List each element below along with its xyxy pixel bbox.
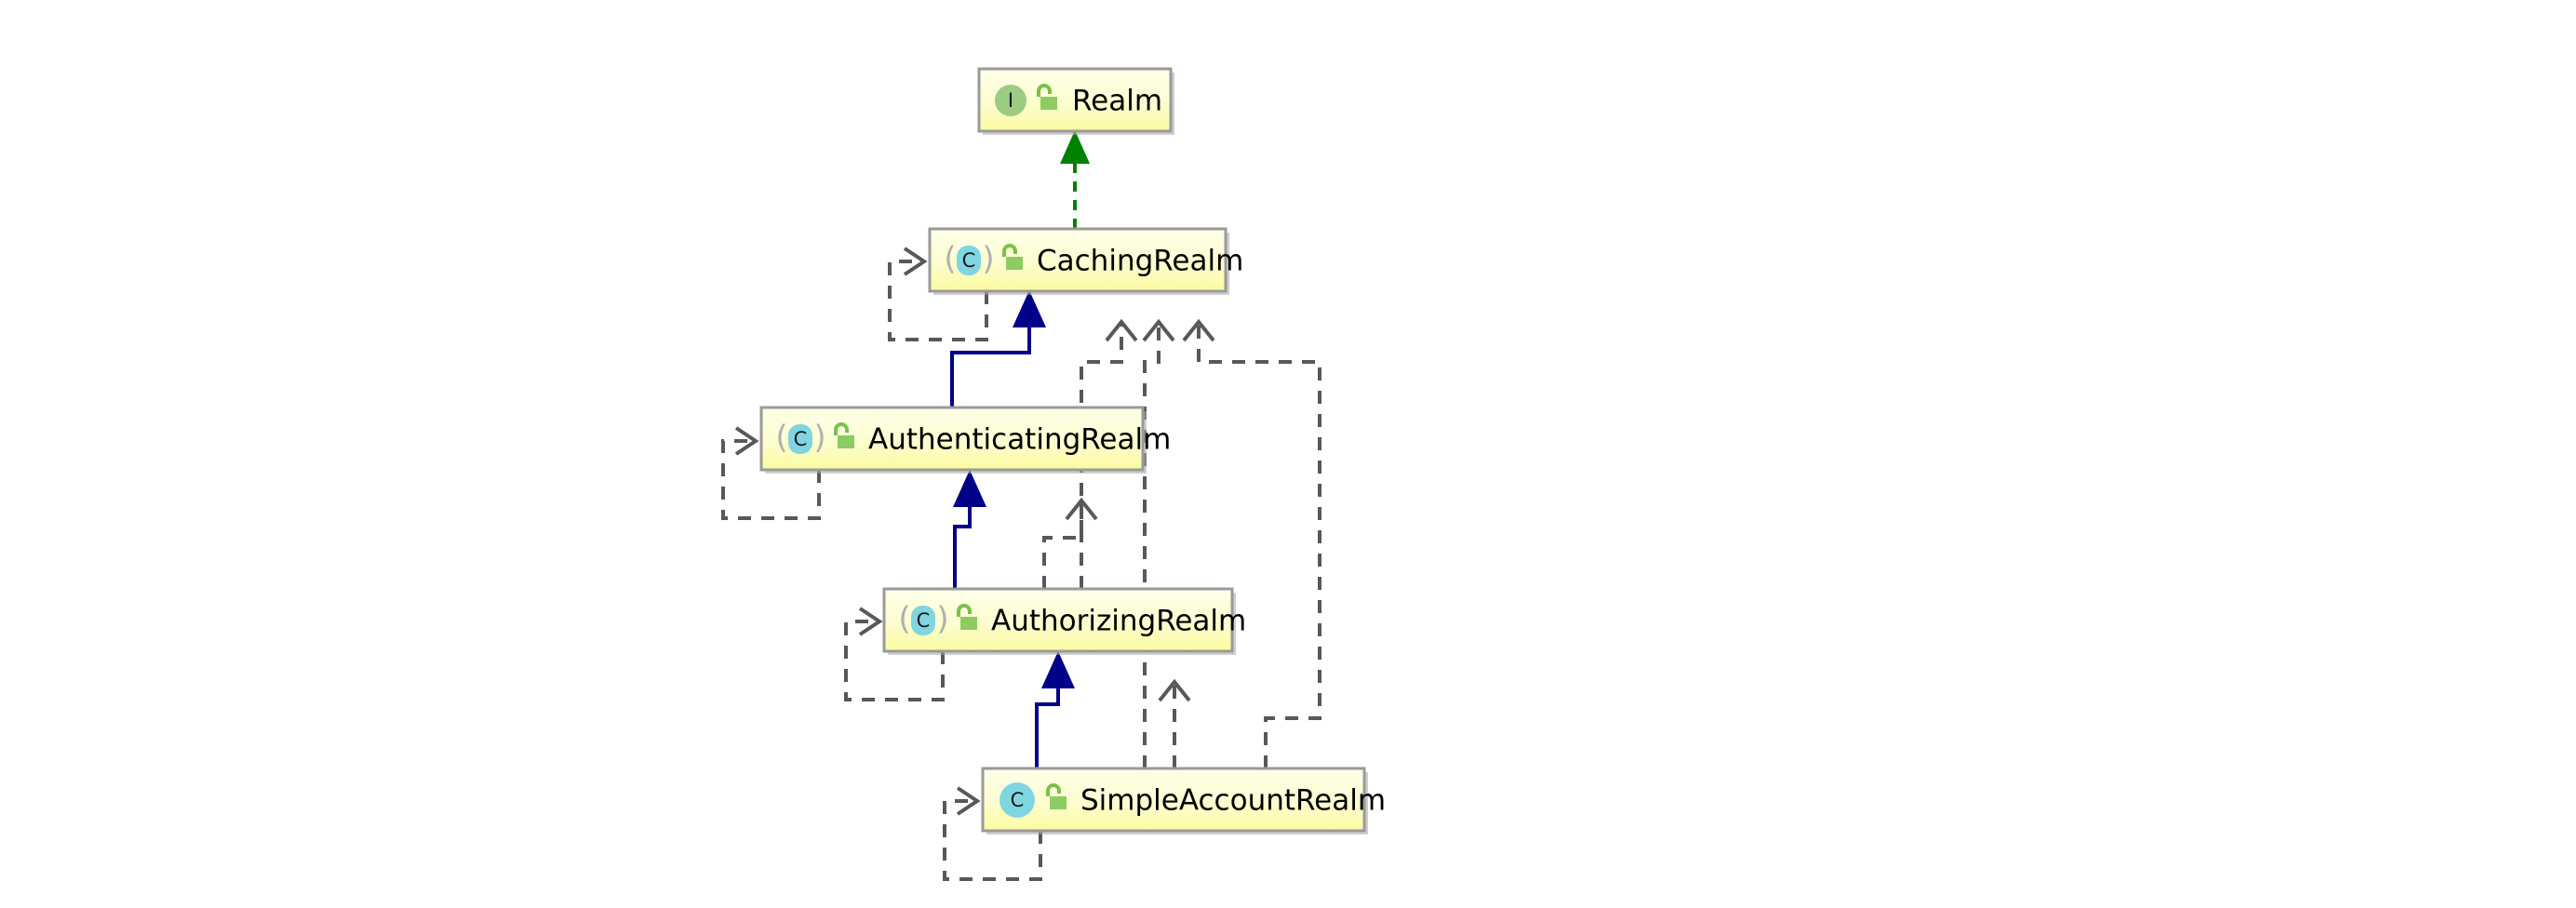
- edge-simple-self-loop: [943, 786, 1042, 881]
- node-caching-realm[interactable]: ( C ) CachingRealm: [928, 227, 1243, 295]
- node-label: AuthenticatingRealm: [868, 423, 1171, 457]
- abstract-paren-left: (: [944, 241, 956, 278]
- class-badge: ( C ): [898, 601, 948, 638]
- open-padlock-icon: [834, 422, 854, 448]
- node-label: CachingRealm: [1037, 245, 1243, 278]
- abstract-paren-left: (: [775, 420, 787, 457]
- open-padlock-icon: [957, 604, 977, 630]
- edge-authorizing-extends-authenticating: [953, 470, 986, 589]
- abstract-paren-right: ): [936, 601, 948, 638]
- edge-authenticating-self-loop: [721, 426, 821, 520]
- interface-badge-letter: I: [1008, 89, 1013, 112]
- abstract-paren-right: ): [813, 420, 825, 457]
- node-label: AuthorizingRealm: [991, 605, 1246, 638]
- edge-authenticating-extends-caching: [950, 290, 1046, 407]
- edge-simple-extends-authorizing: [1035, 651, 1075, 768]
- class-badge: ( C ): [775, 420, 825, 457]
- class-badge: ( C ): [944, 241, 994, 278]
- class-badge: C: [1000, 782, 1035, 818]
- class-badge-letter: C: [962, 249, 976, 272]
- edge-simple-implements-caching-2: [1182, 318, 1322, 768]
- open-padlock-icon: [1002, 244, 1023, 270]
- edge-authorizing-implements-authenticating: [1042, 497, 1098, 589]
- class-badge-letter: C: [917, 609, 931, 632]
- open-padlock-icon: [1046, 783, 1067, 809]
- edge-caching-self-loop: [888, 247, 988, 341]
- edge-authorizing-self-loop: [844, 607, 945, 701]
- edge-simple-implements-authorizing: [1158, 678, 1191, 768]
- node-simple-account-realm[interactable]: C SimpleAccountRealm: [981, 767, 1386, 835]
- node-label: SimpleAccountRealm: [1080, 784, 1386, 818]
- class-badge-letter: C: [794, 428, 808, 450]
- node-label: Realm: [1072, 85, 1162, 118]
- abstract-paren-right: ): [982, 241, 994, 278]
- edge-caching-implements-realm: [1060, 130, 1090, 229]
- node-realm[interactable]: I Realm: [977, 67, 1174, 135]
- node-authenticating-realm[interactable]: ( C ) AuthenticatingRealm: [759, 406, 1171, 474]
- open-padlock-icon: [1037, 84, 1057, 110]
- class-badge-letter: C: [1011, 789, 1025, 811]
- edge-simple-implements-caching: [1142, 318, 1175, 768]
- abstract-paren-left: (: [898, 601, 910, 638]
- node-authorizing-realm[interactable]: ( C ) AuthorizingRealm: [882, 587, 1246, 655]
- edge-authorizing-implements-caching: [1080, 318, 1138, 589]
- interface-badge: I: [995, 85, 1026, 116]
